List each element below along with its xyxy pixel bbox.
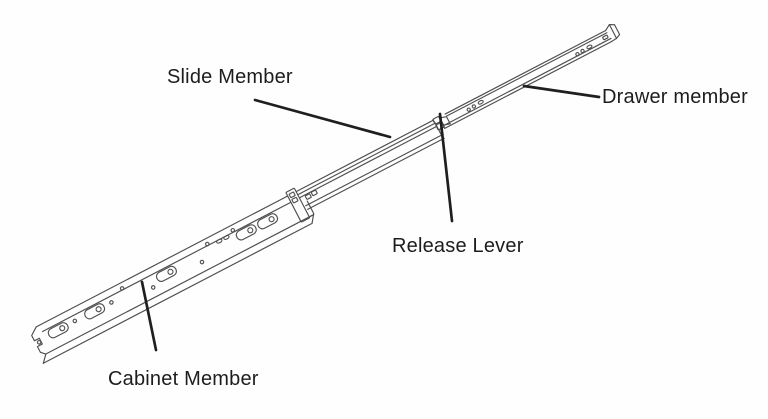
- cabinet-screw-holes: [36, 227, 236, 345]
- cabinet-member-drawing: [31, 195, 315, 364]
- rail-assembly: [31, 24, 621, 364]
- label-cabinet-member: Cabinet Member: [108, 368, 259, 390]
- label-slide-member: Slide Member: [167, 66, 293, 88]
- stop-bracket-drawing: [285, 187, 315, 223]
- label-drawer-member: Drawer member: [602, 86, 748, 108]
- drawer-end-cap: [605, 24, 621, 43]
- leader-release-lever: [438, 112, 454, 223]
- cabinet-mounting-slots: [47, 213, 279, 339]
- cabinet-end-notch: [31, 326, 47, 364]
- drawer-rail-holes: [466, 34, 609, 112]
- drawer-member-drawing: [438, 24, 621, 129]
- leader-cabinet-member: [140, 280, 158, 352]
- leader-slide-member: [253, 98, 392, 139]
- leader-lines: [140, 84, 601, 352]
- leader-drawer-member: [522, 84, 601, 99]
- label-release-lever: Release Lever: [392, 235, 524, 257]
